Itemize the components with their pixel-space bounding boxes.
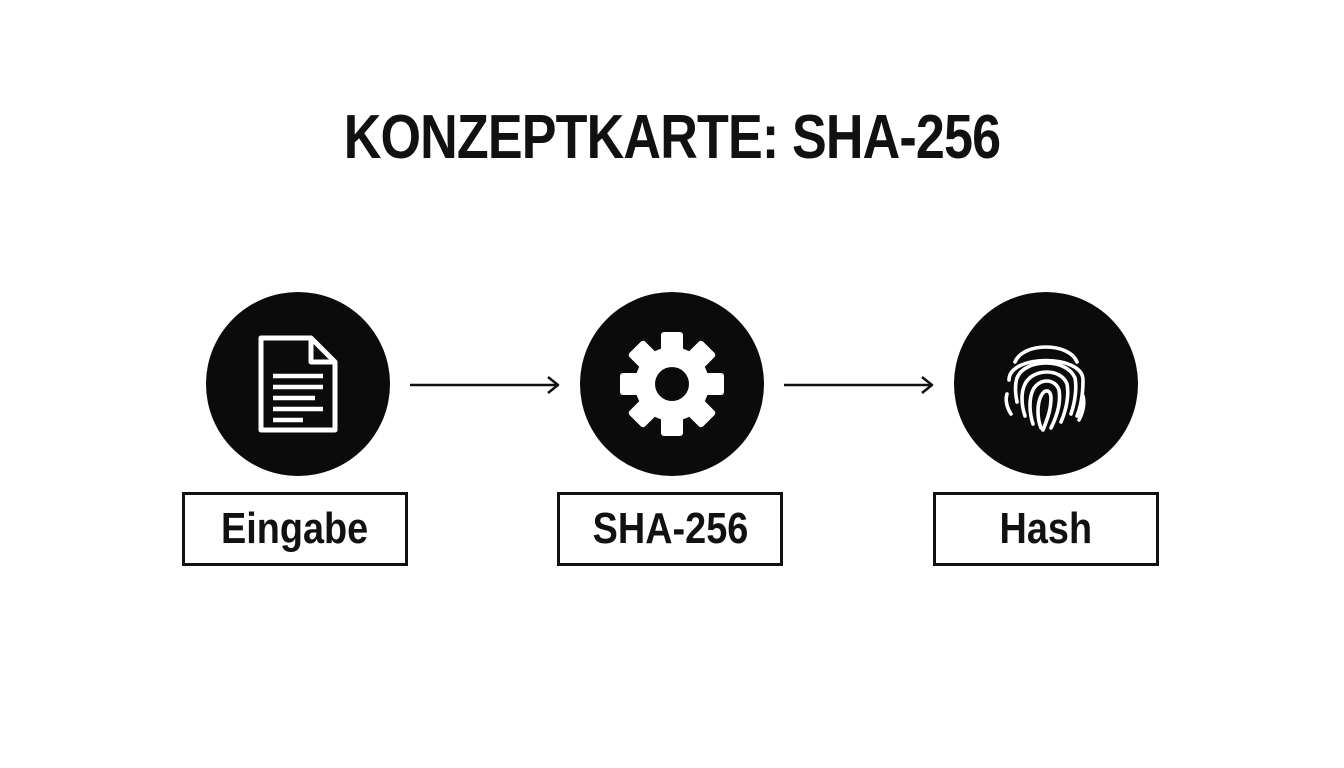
sha256-node-circle [580,292,764,476]
arrow-input-to-sha [410,376,560,394]
hash-label: Hash [999,504,1093,553]
input-node-circle [206,292,390,476]
arrow-sha-to-hash [784,376,934,394]
sha256-label-box: SHA-256 [557,492,783,566]
gear-icon [620,332,724,436]
hash-label-box: Hash [933,492,1159,566]
input-label-box: Eingabe [182,492,408,566]
fingerprint-icon [1004,345,1086,432]
diagram-title: KONZEPTKARTE: SHA-256 [343,103,1001,172]
hash-node-circle [954,292,1138,476]
sha256-label: SHA-256 [592,504,748,553]
input-label: Eingabe [221,504,369,553]
document-icon [258,335,338,433]
